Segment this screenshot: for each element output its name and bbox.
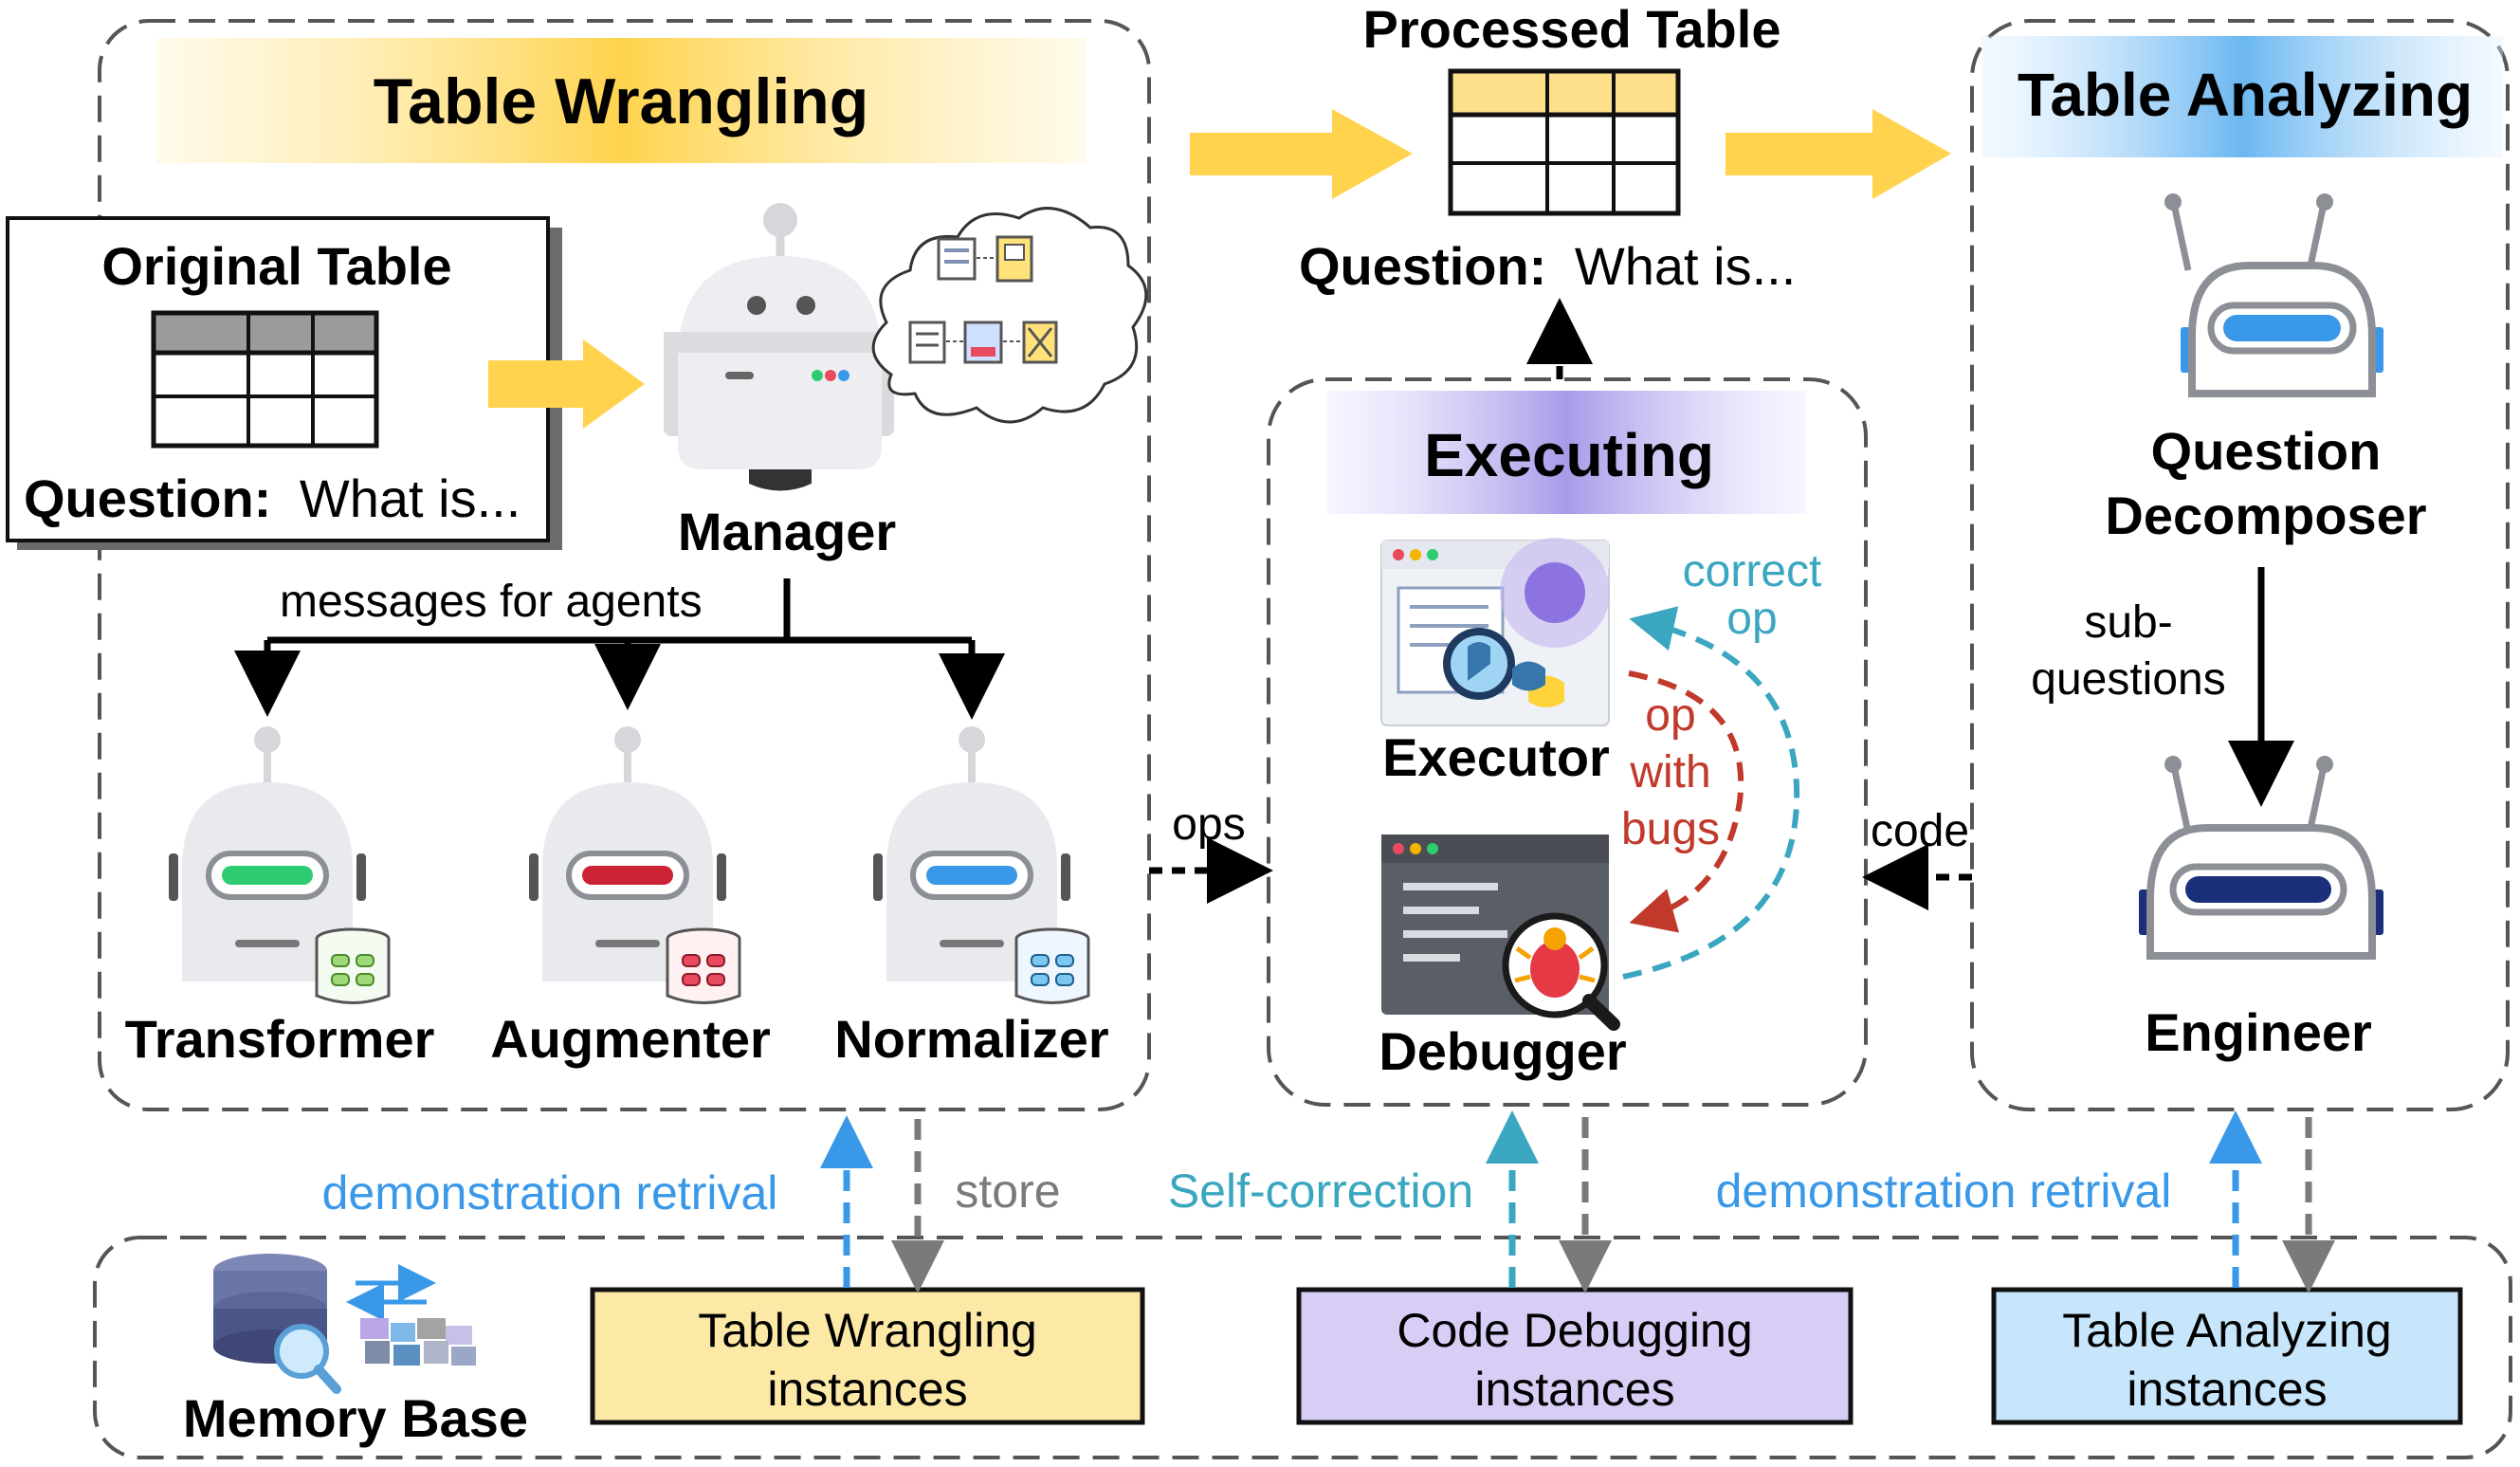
cd-instances-line2: instances — [1474, 1363, 1674, 1416]
manager-label: Manager — [678, 502, 896, 561]
executing-title: Executing — [1424, 421, 1714, 489]
engineer-label: Engineer — [2145, 1002, 2372, 1062]
sub-questions-label-1: sub- — [2084, 597, 2172, 648]
debugger-icon — [1381, 834, 1620, 1031]
store-label: store — [955, 1164, 1060, 1218]
tw-instances-line2: instances — [767, 1363, 967, 1416]
question-label: Question: — [24, 468, 271, 528]
op-with-bugs-label-2: with — [1629, 747, 1710, 798]
agent-label-normalizer: Normalizer — [834, 1009, 1108, 1069]
manager-robot-icon — [664, 203, 896, 491]
ta-instances-line1: Table Analyzing — [2062, 1304, 2391, 1357]
engineer-robot-icon — [2139, 756, 2383, 960]
original-table-icon — [151, 310, 379, 449]
executing-frame — [1267, 377, 1868, 1107]
decomposer-robot-icon — [2164, 193, 2383, 397]
original-table-title: Original Table — [101, 236, 451, 296]
augmenter-robot-icon — [529, 726, 741, 1004]
processed-table-icon — [1448, 68, 1681, 216]
correct-op-arrow — [1622, 606, 1800, 980]
executor-icon — [1380, 538, 1610, 726]
decomposer-label-2: Decomposer — [2105, 486, 2426, 545]
table-wrangling-instances-box — [590, 1287, 1145, 1425]
messages-tree — [234, 578, 1005, 720]
cd-instances-line1: Code Debugging — [1397, 1304, 1752, 1357]
sub-questions-label-2: questions — [2031, 654, 2225, 705]
ta-instances-line2: instances — [2127, 1363, 2327, 1416]
decomposer-label-1: Question — [2151, 421, 2382, 481]
yellow-arrow-icon — [1726, 109, 1951, 199]
original-question: Question: What is... — [24, 468, 520, 528]
processed-question: Question: What is... — [1299, 236, 1796, 296]
debugger-label: Debugger — [1379, 1021, 1626, 1081]
thought-cloud-icon — [871, 207, 1148, 424]
agent-label-transformer: Transformer — [125, 1009, 435, 1069]
demo-retrieval-label-right: demonstration retrival — [1716, 1164, 2172, 1218]
op-with-bugs-label-3: bugs — [1621, 804, 1720, 854]
op-with-bugs-arrow — [1628, 670, 1744, 933]
executor-label: Executor — [1382, 727, 1610, 787]
executing-banner — [1327, 391, 1806, 514]
question-text: What is... — [300, 468, 520, 528]
table-analyzing-frame — [1970, 19, 2510, 1111]
processed-question-label: Question: — [1299, 236, 1546, 296]
ops-label: ops — [1172, 799, 1245, 850]
yellow-arrow-icon — [488, 339, 645, 429]
agent-label-augmenter: Augmenter — [490, 1009, 771, 1069]
database-icon — [213, 1254, 476, 1394]
memory-base-label: Memory Base — [183, 1388, 528, 1448]
code-label: code — [1871, 806, 1969, 856]
tw-instances-line1: Table Wrangling — [698, 1304, 1037, 1357]
transformer-robot-icon — [169, 726, 391, 1004]
memory-base-frame — [93, 1236, 2512, 1459]
table-analyzing-title: Table Analyzing — [2018, 61, 2473, 129]
self-correction-label: Self-correction — [1168, 1164, 1473, 1218]
yellow-arrow-icon — [1190, 109, 1413, 199]
correct-op-label-2: op — [1726, 594, 1777, 644]
processed-table-title: Processed Table — [1363, 0, 1781, 59]
table-wrangling-banner — [156, 38, 1086, 163]
normalizer-robot-icon — [873, 726, 1090, 1004]
op-with-bugs-label-1: op — [1645, 690, 1695, 741]
table-analyzing-instances-box — [1991, 1287, 2463, 1425]
demo-retrieval-label-left: demonstration retrival — [322, 1166, 778, 1219]
table-analyzing-banner — [1981, 36, 2503, 157]
correct-op-label-1: correct — [1683, 546, 1822, 596]
table-wrangling-title: Table Wrangling — [374, 65, 869, 138]
table-wrangling-frame — [98, 19, 1151, 1111]
messages-label: messages for agents — [280, 577, 703, 627]
code-debugging-instances-box — [1296, 1287, 1853, 1425]
processed-question-text: What is... — [1575, 236, 1796, 296]
